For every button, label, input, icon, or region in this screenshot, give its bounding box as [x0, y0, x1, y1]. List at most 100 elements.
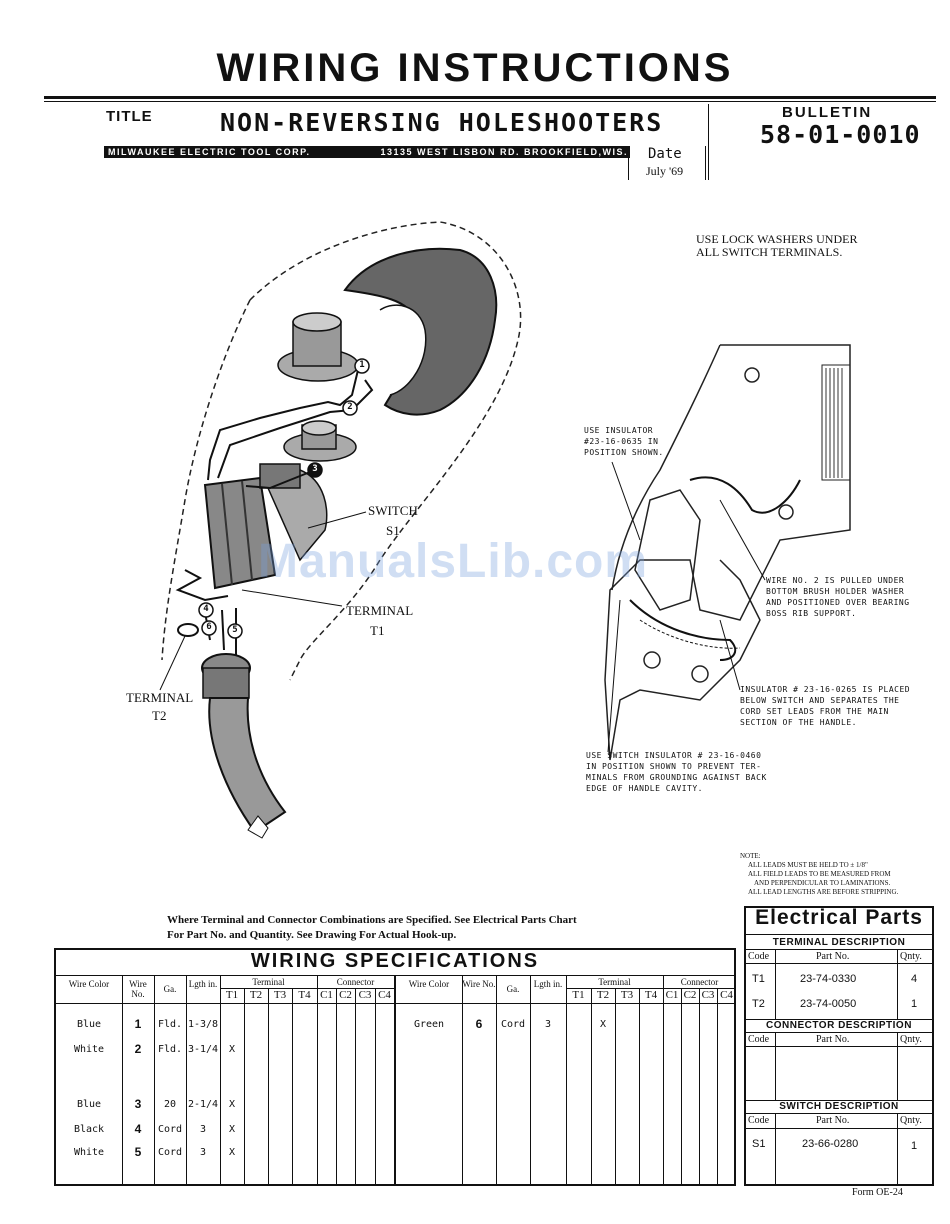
terminal-description-heading: TERMINAL DESCRIPTION — [772, 937, 906, 948]
col-rule — [462, 975, 463, 1186]
wire-number-markers — [198, 358, 370, 639]
wire-2-note-1: WIRE NO. 2 IS PULLED UNDER — [766, 576, 905, 585]
insulator-0265-note-3: CORD SET LEADS FROM THE MAIN — [740, 707, 889, 716]
ep-col-rule — [897, 1032, 898, 1100]
ep-rule — [744, 1046, 934, 1047]
row3-t1: X — [228, 1099, 236, 1110]
ep-rule — [744, 1032, 934, 1033]
hdr-connector-right: Connector — [680, 977, 719, 987]
switch-col-code: Code — [748, 1115, 770, 1126]
hdr-ga-right: Ga. — [506, 984, 520, 994]
lock-washer-note-2: ALL SWITCH TERMINALS. — [696, 245, 843, 259]
hdr-c4-right: C4 — [720, 989, 733, 1001]
spec-instructions: Where Terminal and Connector Combination… — [167, 913, 577, 943]
row2-ga: Fld. — [157, 1044, 183, 1055]
hdr-wire-no-right: Wire No. — [462, 979, 496, 989]
handle-outline-inner — [161, 299, 251, 661]
spec-instructions-line-2: For Part No. and Quantity. See Drawing F… — [167, 929, 457, 941]
col-rule — [699, 988, 700, 1186]
hdr-t2-right: T2 — [596, 989, 610, 1001]
hdr-lgth: Lgth in. — [188, 979, 218, 989]
switch-col-part: Part No. — [816, 1115, 850, 1126]
page-title: WIRING INSTRUCTIONS — [216, 46, 734, 90]
row5-lgth: 3 — [199, 1147, 207, 1158]
terminal-t1-code: T1 — [370, 623, 385, 638]
ep-rule — [744, 1113, 934, 1114]
ep-col-rule — [897, 1113, 898, 1185]
note-line-4: ALL LEAD LENGTHS ARE BEFORE STRIPPING. — [748, 888, 899, 896]
spec-instructions-line-1: Where Terminal and Connector Combination… — [167, 914, 577, 926]
col-rule — [566, 975, 567, 1186]
date-value: July '69 — [646, 164, 684, 178]
col-rule — [639, 988, 640, 1186]
hdr-t1: T1 — [225, 989, 239, 1001]
col-rule — [681, 988, 682, 1186]
hdr-wire-no: Wire No. — [129, 979, 147, 999]
header-rule — [44, 96, 936, 99]
insulator-0265-note-2: BELOW SWITCH AND SEPARATES THE — [740, 696, 900, 705]
hdr-ga: Ga. — [163, 984, 177, 994]
row3-ga: 20 — [163, 1099, 177, 1110]
lead-note: NOTE: ALL LEADS MUST BE HELD TO ± 1/8" A… — [740, 852, 898, 897]
company-address: 13135 WEST LISBON RD. BROOKFIELD,WIS. — [380, 147, 628, 157]
switch-description-heading: SWITCH DESCRIPTION — [779, 1101, 899, 1112]
row5-no: 5 — [134, 1145, 142, 1159]
switch-1-qty: 1 — [911, 1140, 918, 1152]
wire-2-note-4: BOSS RIB SUPPORT. — [766, 609, 857, 618]
switch-body — [203, 476, 277, 590]
col-rule — [615, 988, 616, 1186]
row2-t1: X — [228, 1044, 236, 1055]
hdr-connector: Connector — [336, 977, 375, 987]
insulator-0635-note-1: USE INSULATOR — [584, 426, 654, 435]
terminal-1-code: T1 — [752, 973, 765, 985]
row1-no: 1 — [134, 1017, 142, 1031]
ep-col-rule — [775, 1113, 776, 1185]
col-rule — [663, 975, 664, 1186]
bulletin-label: BULLETIN — [782, 104, 873, 121]
row5-color: White — [73, 1147, 105, 1158]
lock-washer-note-1: USE LOCK WASHERS UNDER — [696, 232, 858, 246]
company-name: MILWAUKEE ELECTRIC TOOL CORP. — [108, 147, 311, 157]
ep-rule — [744, 949, 934, 950]
hdr-t4-right: T4 — [644, 989, 658, 1001]
row6-lgth: 3 — [544, 1019, 552, 1030]
row3-no: 3 — [134, 1097, 142, 1111]
insulator-0635-note-2: #23-16-0635 IN — [584, 437, 659, 446]
switch-1-code: S1 — [752, 1138, 766, 1150]
col-rule — [530, 975, 531, 1186]
switch-1-part: 23-66-0280 — [802, 1138, 859, 1150]
terminal-t1-label: TERMINAL — [346, 603, 414, 618]
ep-rule — [744, 1128, 934, 1129]
hdr-c1: C1 — [320, 989, 333, 1001]
switch-label: SWITCH — [368, 503, 418, 518]
electrical-parts-title: Electrical Parts — [755, 906, 923, 929]
note-line-2: ALL FIELD LEADS TO BE MEASURED FROM — [748, 870, 891, 878]
hdr-t4: T4 — [298, 989, 311, 1001]
col-rule — [717, 988, 718, 1186]
ep-rule — [744, 1100, 934, 1101]
note-label: NOTE: — [740, 852, 761, 860]
col-rule — [154, 975, 155, 1186]
terminal-2-part: 23-74-0050 — [800, 998, 857, 1010]
wire-2-note-3: AND POSITIONED OVER BEARING — [766, 598, 910, 607]
title-label: TITLE — [106, 108, 153, 125]
row2-no: 2 — [134, 1042, 142, 1056]
hdr-c2: C2 — [339, 989, 352, 1001]
col-rule — [591, 988, 592, 1186]
switch-code-label: S1 — [386, 523, 400, 538]
row4-color: Black — [73, 1124, 105, 1135]
hdr-terminal: Terminal — [252, 977, 285, 987]
hdr-t1-right: T1 — [572, 989, 585, 1001]
col-rule — [355, 988, 356, 1186]
row6-no: 6 — [475, 1017, 483, 1031]
wire-2-note-2: BOTTOM BRUSH HOLDER WASHER — [766, 587, 905, 596]
terminal-col-code: Code — [748, 951, 770, 962]
date-label: Date — [648, 146, 682, 162]
hdr-wire-color-right: Wire Color — [408, 979, 450, 989]
connector-col-part: Part No. — [816, 1034, 850, 1045]
col-rule — [186, 975, 187, 1186]
row4-t1: X — [228, 1124, 236, 1135]
power-cord — [208, 697, 287, 834]
